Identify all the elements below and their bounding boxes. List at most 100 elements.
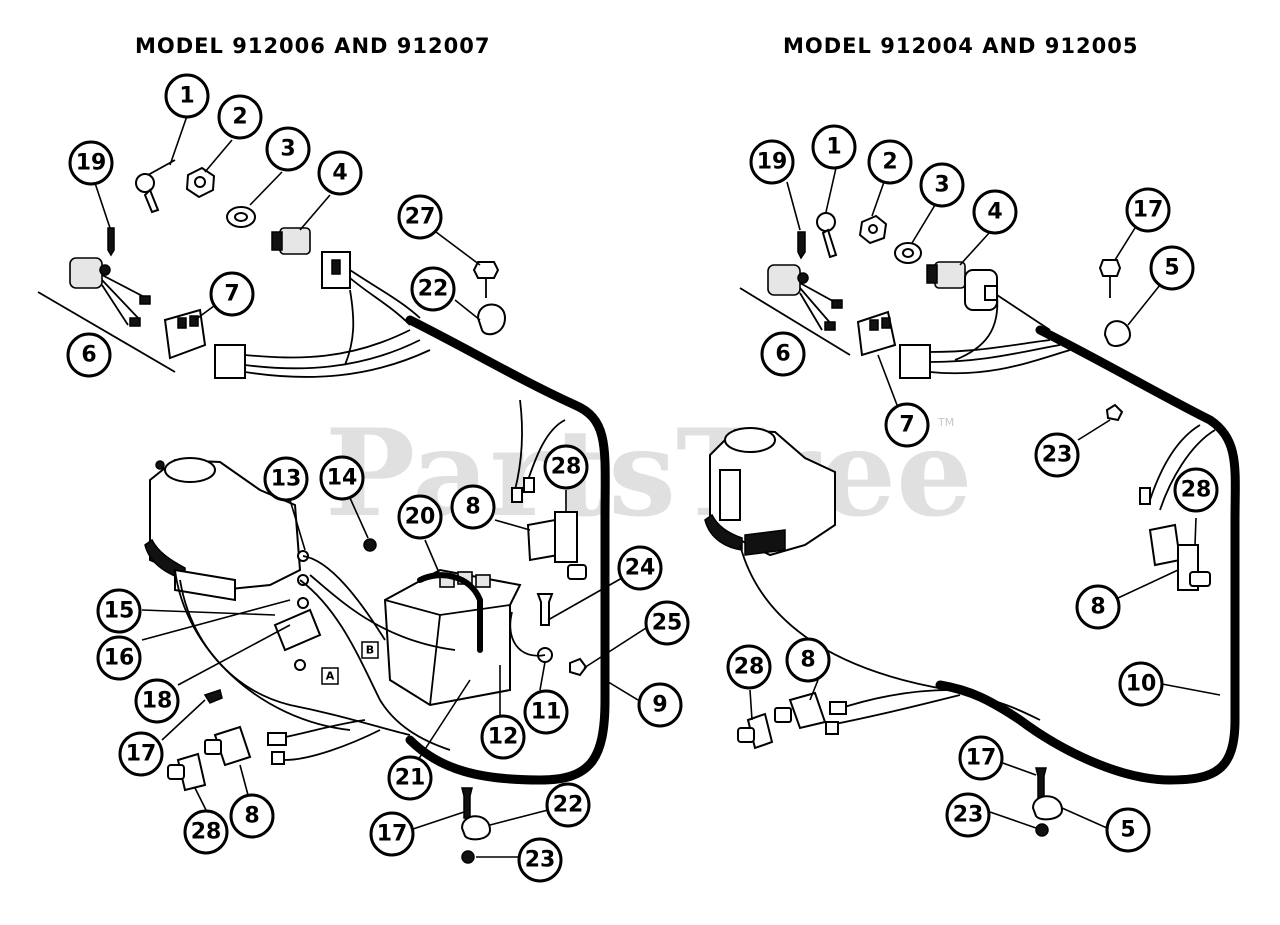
svg-text:22: 22 [418,277,449,302]
svg-text:5: 5 [1120,818,1135,843]
right-callout-1[interactable]: 1 [811,124,857,170]
callout-25[interactable]: 25 [644,600,690,646]
right-ignition-key [816,212,838,259]
svg-text:3: 3 [934,173,949,198]
callout-19[interactable]: 19 [68,140,114,186]
right-bolt-17-lower [1035,767,1047,799]
right-callout-8-upper[interactable]: 8 [1075,584,1121,630]
right-callout-8-lower[interactable]: 8 [785,637,831,683]
right-engine-block [704,427,836,557]
connector-label-b: B [361,641,379,659]
callout-14[interactable]: 14 [319,455,365,501]
callout-2[interactable]: 2 [217,94,263,140]
right-ignition-switch [926,261,998,311]
right-callout-17-lower[interactable]: 17 [958,735,1004,781]
callout-8-mid[interactable]: 8 [450,484,496,530]
bolt-24 [536,593,554,626]
connector-block [163,308,246,379]
callout-20[interactable]: 20 [397,494,443,540]
right-callout-17-upper[interactable]: 17 [1125,187,1171,233]
svg-text:28: 28 [551,455,582,480]
svg-text:12: 12 [488,725,519,750]
callout-13[interactable]: 13 [263,456,309,502]
right-callout-28-lower[interactable]: 28 [726,644,772,690]
svg-text:7: 7 [899,413,914,438]
svg-text:17: 17 [126,742,157,767]
svg-text:22: 22 [553,793,584,818]
svg-text:9: 9 [652,693,667,718]
svg-text:4: 4 [987,200,1002,225]
svg-text:6: 6 [81,343,96,368]
svg-text:8: 8 [465,495,480,520]
ignition-key [135,159,176,214]
svg-text:2: 2 [882,150,897,175]
callout-27[interactable]: 27 [397,194,443,240]
callout-28-lower[interactable]: 28 [183,809,229,855]
svg-text:10: 10 [1126,672,1157,697]
grommet-14 [363,538,377,552]
callout-22-lower[interactable]: 22 [545,782,591,828]
right-callout-4[interactable]: 4 [972,189,1018,235]
svg-text:28: 28 [1181,478,1212,503]
svg-text:11: 11 [531,700,562,725]
svg-text:18: 18 [142,689,173,714]
right-connector-block [856,310,931,379]
svg-text:19: 19 [757,150,788,175]
nut-25 [569,657,588,677]
callout-15[interactable]: 15 [96,588,142,634]
callout-23-lower[interactable]: 23 [517,837,563,883]
callout-9[interactable]: 9 [637,682,683,728]
bolt-17-lower [461,787,473,819]
svg-text:8: 8 [800,648,815,673]
svg-text:5: 5 [1164,256,1179,281]
clamp-22-top [476,303,507,336]
callout-12[interactable]: 12 [480,714,526,760]
right-callout-23-upper[interactable]: 23 [1034,432,1080,478]
callout-16[interactable]: 16 [96,635,142,681]
right-callout-7[interactable]: 7 [884,402,930,448]
callout-22[interactable]: 22 [410,266,456,312]
right-callout-6[interactable]: 6 [760,331,806,377]
right-callout-5-upper[interactable]: 5 [1149,245,1195,291]
callout-11[interactable]: 11 [523,689,569,735]
callout-1[interactable]: 1 [164,73,210,119]
callout-17-left[interactable]: 17 [118,731,164,777]
right-callout-2[interactable]: 2 [867,139,913,185]
callout-24[interactable]: 24 [617,545,663,591]
right-clamp-5-lower [1031,795,1064,821]
svg-text:27: 27 [405,205,436,230]
callout-7[interactable]: 7 [209,271,255,317]
callout-8-lower[interactable]: 8 [229,793,275,839]
right-callouts: 19 1 2 3 4 17 5 6 7 23 28 8 10 28 8 17 2… [726,124,1219,853]
svg-text:A: A [326,670,335,683]
callout-28-mid[interactable]: 28 [543,444,589,490]
svg-text:21: 21 [395,766,426,791]
svg-text:2: 2 [232,105,247,130]
right-callout-28-upper[interactable]: 28 [1173,467,1219,513]
right-callout-3[interactable]: 3 [919,162,965,208]
right-callout-10[interactable]: 10 [1118,661,1164,707]
svg-text:23: 23 [525,848,556,873]
left-main-harness [405,315,610,785]
right-callout-5-lower[interactable]: 5 [1105,807,1151,853]
left-diagram-title: MODEL 912006 AND 912007 [135,34,490,58]
right-nut-23-upper [1105,403,1124,422]
right-main-harness [935,325,1240,785]
callout-3[interactable]: 3 [265,126,311,172]
svg-text:17: 17 [377,822,408,847]
callout-21[interactable]: 21 [387,755,433,801]
right-callout-19[interactable]: 19 [749,139,795,185]
callout-17-lower[interactable]: 17 [369,811,415,857]
plug-switch-8-mid [526,511,587,580]
right-nut-23-lower [1035,823,1049,837]
svg-text:17: 17 [966,746,997,771]
svg-text:24: 24 [625,556,656,581]
svg-text:23: 23 [953,803,984,828]
callout-4[interactable]: 4 [317,150,363,196]
callout-18[interactable]: 18 [134,678,180,724]
right-callout-23-lower[interactable]: 23 [945,792,991,838]
callout-6[interactable]: 6 [66,332,112,378]
svg-text:4: 4 [332,161,347,186]
right-switch-assembly-bracket [739,264,851,356]
